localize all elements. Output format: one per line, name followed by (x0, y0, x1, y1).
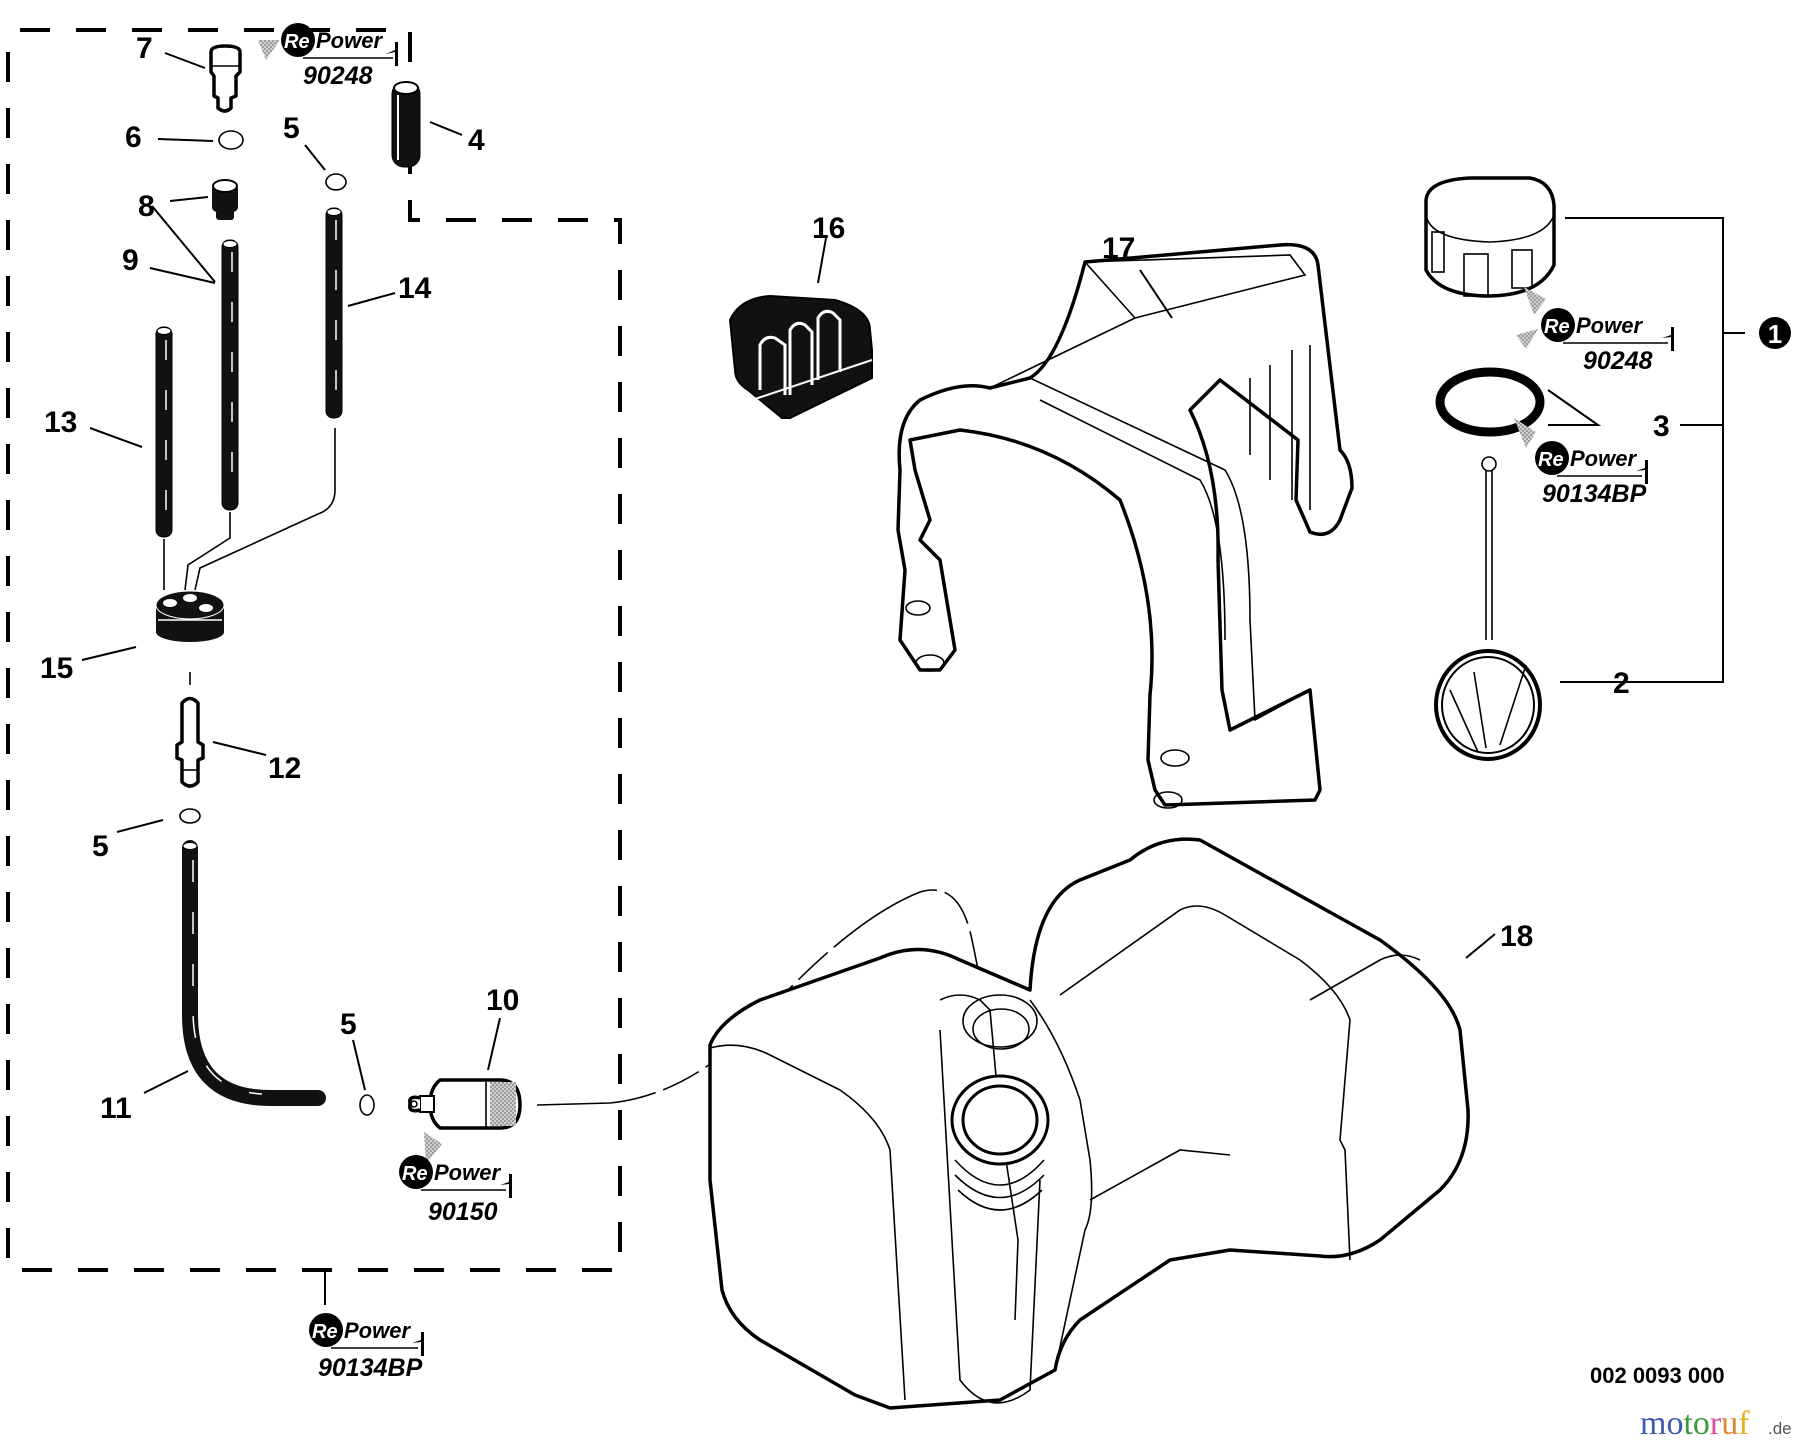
part-17-bracket[interactable] (896, 242, 1354, 809)
watermark-letter: m (1640, 1405, 1666, 1442)
svg-text:Re: Re (1538, 449, 1564, 471)
part-1-fuel-cap[interactable] (1424, 176, 1556, 298)
watermark-logo: motoruf .de (1640, 1405, 1792, 1442)
repower-ref-90150-item10[interactable]: Re Power 90150 (399, 1132, 512, 1226)
part-12-connector[interactable] (175, 696, 205, 788)
callout-5-middle: 5 (92, 830, 109, 863)
assembly-bracket (1560, 217, 1745, 683)
repower-ref-90248-item1[interactable]: Re Power 90248 (1516, 287, 1674, 375)
callout-5-bottom: 5 (340, 1008, 357, 1041)
callout-14: 14 (398, 272, 432, 305)
svg-text:Re: Re (402, 1163, 428, 1185)
repower-ref-90248-item7[interactable]: Re Power 90248 (258, 23, 398, 90)
svg-text:90248: 90248 (1583, 347, 1653, 375)
part-8-cap[interactable] (212, 179, 238, 220)
watermark-letter: f (1738, 1405, 1750, 1442)
callout-9: 9 (122, 244, 139, 277)
callout-17: 17 (1102, 232, 1135, 265)
callout-6: 6 (125, 121, 142, 154)
part-16-damper[interactable] (728, 294, 873, 419)
callout-1: 1 (1768, 319, 1782, 349)
part-14-hose[interactable] (325, 207, 343, 419)
svg-text:90248: 90248 (303, 62, 373, 90)
svg-text:90134BP: 90134BP (318, 1354, 423, 1382)
callout-1-badge (1759, 317, 1791, 349)
svg-text:90134BP: 90134BP (1542, 480, 1647, 508)
part-5-clip-top[interactable] (325, 173, 347, 191)
repower-ref-90134bp-kit[interactable]: Re Power 90134BP (309, 1313, 424, 1382)
part-5-clip-bottom[interactable] (359, 1094, 375, 1116)
part-2-tether-strainer[interactable] (1434, 456, 1542, 761)
svg-text:motoruf: motoruf (1640, 1405, 1750, 1442)
part-6-o-ring[interactable] (218, 130, 244, 150)
part-4-sleeve[interactable] (391, 81, 421, 168)
callout-7: 7 (136, 32, 153, 65)
svg-text:Re: Re (284, 31, 310, 53)
watermark-letter: o (1666, 1405, 1683, 1442)
part-18-fuel-tank[interactable] (708, 837, 1470, 1410)
part-13-hose[interactable] (155, 326, 173, 538)
callout-3: 3 (1653, 410, 1670, 443)
callout-12: 12 (268, 752, 301, 785)
part-10-fuel-filter[interactable] (407, 1078, 522, 1130)
svg-text:90150: 90150 (428, 1198, 498, 1226)
part-11-hose[interactable] (182, 840, 326, 1106)
watermark-letter: o (1693, 1405, 1710, 1442)
callout-16: 16 (812, 212, 845, 245)
fuel-line-path (536, 889, 986, 1106)
callout-18: 18 (1500, 920, 1533, 953)
watermark-letter: t (1683, 1405, 1693, 1442)
callout-13: 13 (44, 406, 77, 439)
callout-4: 4 (468, 124, 485, 157)
callout-8: 8 (138, 190, 155, 223)
svg-text:Power: Power (1570, 446, 1637, 471)
svg-text:Power: Power (316, 28, 383, 53)
callout-5-top: 5 (283, 112, 300, 145)
svg-text:Power: Power (1576, 313, 1643, 338)
repower-ref-90134bp-item3[interactable]: Re Power 90134BP (1514, 418, 1648, 508)
callout-15: 15 (40, 652, 73, 685)
part-15-grommet[interactable] (155, 590, 225, 642)
kit-boundary (6, 28, 622, 1272)
part-3-retainer-ring[interactable] (1435, 367, 1545, 437)
svg-text:.de: .de (1768, 1419, 1792, 1438)
svg-text:Power: Power (434, 1160, 501, 1185)
svg-text:Power: Power (344, 1318, 411, 1343)
callout-11: 11 (100, 1092, 132, 1125)
callout-2: 2 (1613, 667, 1630, 700)
callout-10: 10 (486, 984, 519, 1017)
svg-text:Re: Re (312, 1321, 338, 1343)
watermark-letter: r (1710, 1405, 1722, 1442)
part-7-fitting[interactable] (209, 44, 242, 113)
watermark-letter: u (1721, 1405, 1738, 1442)
part-5-clip-middle[interactable] (179, 808, 201, 824)
svg-text:Re: Re (1544, 316, 1570, 338)
part-9-hose[interactable] (221, 239, 239, 511)
drawing-number: 002 0093 000 (1590, 1363, 1725, 1388)
